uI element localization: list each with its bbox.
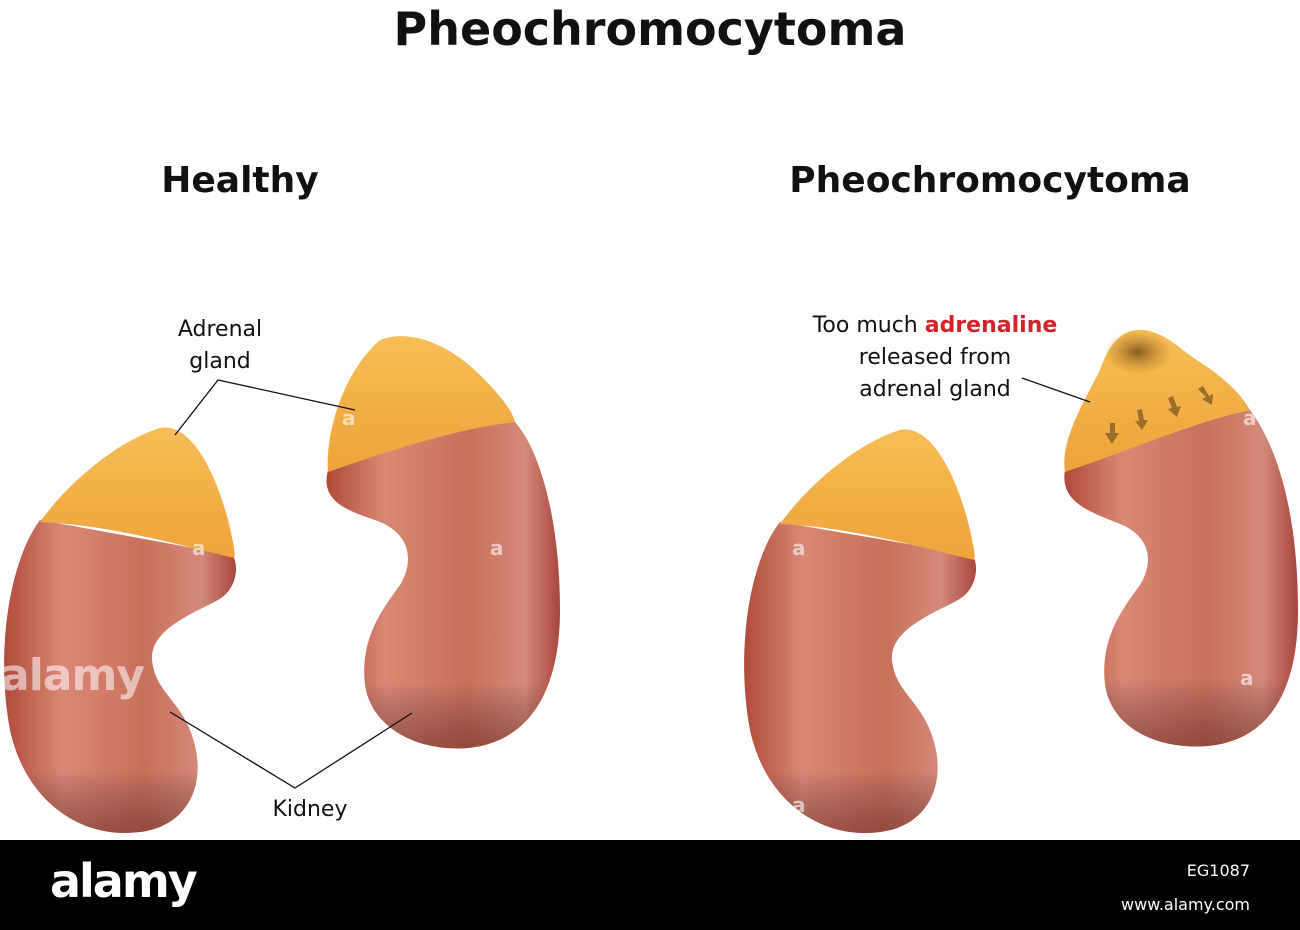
healthy-left-adrenal-gland xyxy=(40,427,235,558)
image-id: EG1087 xyxy=(1186,861,1250,880)
svg-text:a: a xyxy=(792,793,806,817)
svg-text:a: a xyxy=(792,536,806,560)
too-much-adrenaline-label: Too much adrenaline released from adrena… xyxy=(780,310,1090,406)
adrenaline-highlight: adrenaline xyxy=(924,313,1058,338)
too-much-line3: adrenal gland xyxy=(859,377,1011,402)
illustration: a a a a a a a xyxy=(4,329,1298,834)
image-id-block: EG1087 www.alamy.com xyxy=(1121,854,1250,922)
healthy-left-kidney xyxy=(4,520,237,834)
too-much-line1: Too much adrenaline xyxy=(780,310,1090,342)
kidney-leader-line xyxy=(169,711,413,789)
adrenal-label-line1: Adrenal xyxy=(177,317,263,342)
svg-text:a: a xyxy=(1243,406,1257,430)
kidney-label: Kidney xyxy=(272,797,348,822)
too-much-text: Too much xyxy=(812,313,925,338)
page-title: Pheochromocytoma xyxy=(393,2,907,56)
pheo-left-kidney xyxy=(744,522,977,834)
alamy-watermark: alamy xyxy=(0,650,145,701)
adrenaline-release-arrows xyxy=(1105,386,1213,444)
adrenal-leader-line xyxy=(174,379,356,436)
pheo-right-kidney xyxy=(1064,410,1298,747)
too-much-line2: released from xyxy=(858,345,1012,370)
watermark-marks: a a a a a a a xyxy=(192,406,1257,817)
tumor-leader-line xyxy=(1021,377,1091,403)
leader-lines xyxy=(169,377,1091,789)
adrenal-gland-label: Adrenal gland xyxy=(140,314,300,378)
svg-text:a: a xyxy=(192,536,206,560)
alamy-logo: alamy xyxy=(50,854,198,908)
pheochromocytoma-heading: Pheochromocytoma xyxy=(789,160,1191,201)
svg-text:a: a xyxy=(1240,666,1254,690)
adrenal-label-line2: gland xyxy=(189,349,251,374)
pheo-left-adrenal-gland xyxy=(780,429,975,560)
healthy-heading: Healthy xyxy=(161,160,319,201)
healthy-right-adrenal-gland xyxy=(327,336,515,472)
svg-text:a: a xyxy=(342,406,356,430)
site-url: www.alamy.com xyxy=(1121,895,1250,914)
healthy-right-kidney xyxy=(326,422,560,749)
svg-text:a: a xyxy=(490,536,504,560)
tumor-spot xyxy=(1104,330,1172,374)
watermark-footer: alamy EG1087 www.alamy.com xyxy=(0,840,1300,930)
